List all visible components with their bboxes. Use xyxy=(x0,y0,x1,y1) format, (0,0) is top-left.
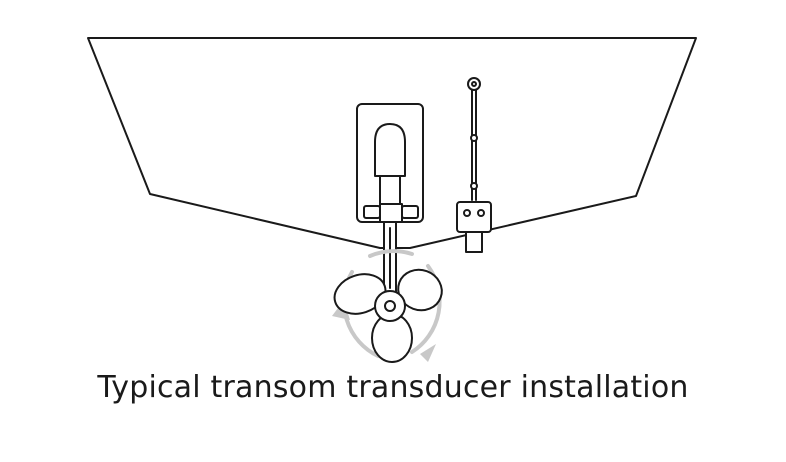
propeller xyxy=(332,249,443,363)
diagram-caption: Typical transom transducer installation xyxy=(97,370,689,405)
outboard-motor xyxy=(356,103,424,293)
transducer xyxy=(456,77,492,253)
